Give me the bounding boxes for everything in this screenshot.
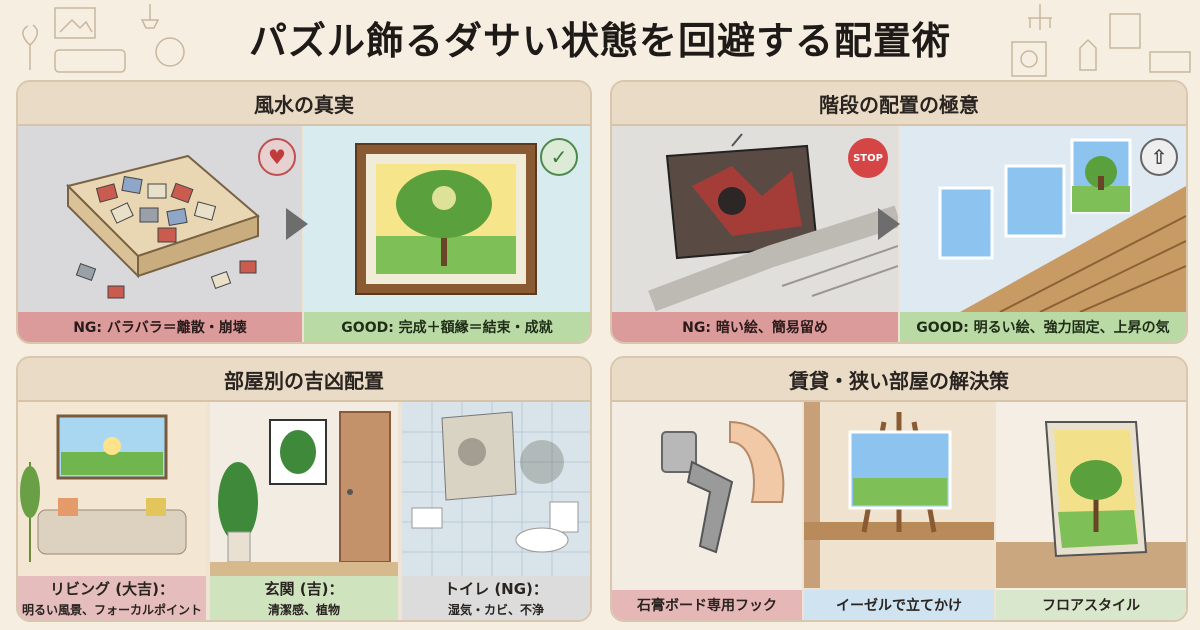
rooms-card: 部屋別の吉凶配置 リビング (大吉)： 明るい風景、フォーカルポイント (16, 356, 592, 622)
fengshui-good-panel: ✓ GOOD: 完成＋額縁＝結束・成就 (304, 126, 590, 342)
toilet-panel: トイレ (NG)： 湿気・カビ、不浄 (402, 402, 590, 620)
floor-style-panel: フロアスタイル (996, 402, 1186, 620)
entrance-caption: 玄関 (吉)： 清潔感、植物 (210, 576, 398, 620)
easel-puzzle-illustration (804, 402, 994, 588)
entrance-panel: 玄関 (吉)： 清潔感、植物 (210, 402, 398, 620)
plaster-hook-illustration (661, 420, 785, 554)
stairs-card: 階段の配置の極意 STOP NG: 暗い絵、簡易留め (610, 80, 1188, 344)
bright-puzzles-staircase-illustration (938, 138, 1186, 312)
rental-header: 賃貸・狭い部屋の解決策 (612, 358, 1186, 402)
floor-leaning-puzzle-illustration (996, 421, 1186, 588)
entrance-title: 玄関 (吉)： (264, 580, 344, 598)
dark-tilted-puzzle-illustration (648, 133, 898, 312)
easel-panel: イーゼルで立てかけ (804, 402, 994, 620)
living-room-caption: リビング (大吉)： 明るい風景、フォーカルポイント (18, 576, 206, 620)
fengshui-ng-panel: ♥ NG: バラバラ＝離散・崩壊 (18, 126, 302, 342)
floor-style-caption: フロアスタイル (996, 590, 1186, 620)
living-room-illustration (20, 414, 187, 562)
decorative-room-sketch-right (1011, 4, 1191, 77)
fengshui-transition-arrow (286, 208, 308, 240)
rooms-header: 部屋別の吉凶配置 (18, 358, 590, 402)
toilet-illustration (402, 402, 590, 576)
stop-sign-icon: STOP (848, 138, 888, 178)
entrance-subtitle: 清潔感、植物 (267, 603, 340, 617)
fengshui-header: 風水の真実 (18, 82, 590, 126)
fengshui-card: 風水の真実 (16, 80, 592, 344)
toilet-subtitle: 湿気・カビ、不浄 (447, 603, 544, 617)
framed-tree-puzzle-illustration (355, 143, 537, 295)
up-arrow-icon: ⇧ (1140, 138, 1178, 176)
stairs-ng-panel: STOP NG: 暗い絵、簡易留め (612, 126, 898, 342)
toilet-title: トイレ (NG)： (444, 580, 548, 598)
toilet-caption: トイレ (NG)： 湿気・カビ、不浄 (402, 576, 590, 620)
stairs-good-caption: GOOD: 明るい絵、強力固定、上昇の気 (900, 312, 1186, 342)
living-room-title: リビング (大吉)： (50, 580, 174, 598)
entrance-illustration (210, 411, 398, 576)
living-room-panel: リビング (大吉)： 明るい風景、フォーカルポイント (18, 402, 206, 620)
fengshui-ng-caption: NG: バラバラ＝離散・崩壊 (18, 312, 302, 342)
broken-heart-icon: ♥ (258, 138, 296, 176)
stairs-good-panel: ⇧ GOOD: 明るい絵、強力固定、上昇の気 (900, 126, 1186, 342)
stairs-transition-arrow (878, 208, 900, 240)
plaster-hook-caption: 石膏ボード専用フック (612, 590, 802, 620)
fengshui-good-caption: GOOD: 完成＋額縁＝結束・成就 (304, 312, 590, 342)
decorative-room-sketch-left (22, 4, 185, 73)
scattered-puzzle-box-illustration (66, 154, 260, 299)
easel-caption: イーゼルで立てかけ (804, 590, 994, 620)
stairs-ng-caption: NG: 暗い絵、簡易留め (612, 312, 898, 342)
page-title: パズル飾るダサい状態を回避する配置術 (248, 19, 951, 63)
living-room-subtitle: 明るい風景、フォーカルポイント (21, 603, 202, 617)
stairs-header: 階段の配置の極意 (612, 82, 1186, 126)
plaster-hook-panel: 石膏ボード専用フック (612, 402, 802, 620)
checkmark-icon: ✓ (540, 138, 578, 176)
rental-card: 賃貸・狭い部屋の解決策 石膏ボード専用フック イーゼルで立てかけ (610, 356, 1188, 622)
